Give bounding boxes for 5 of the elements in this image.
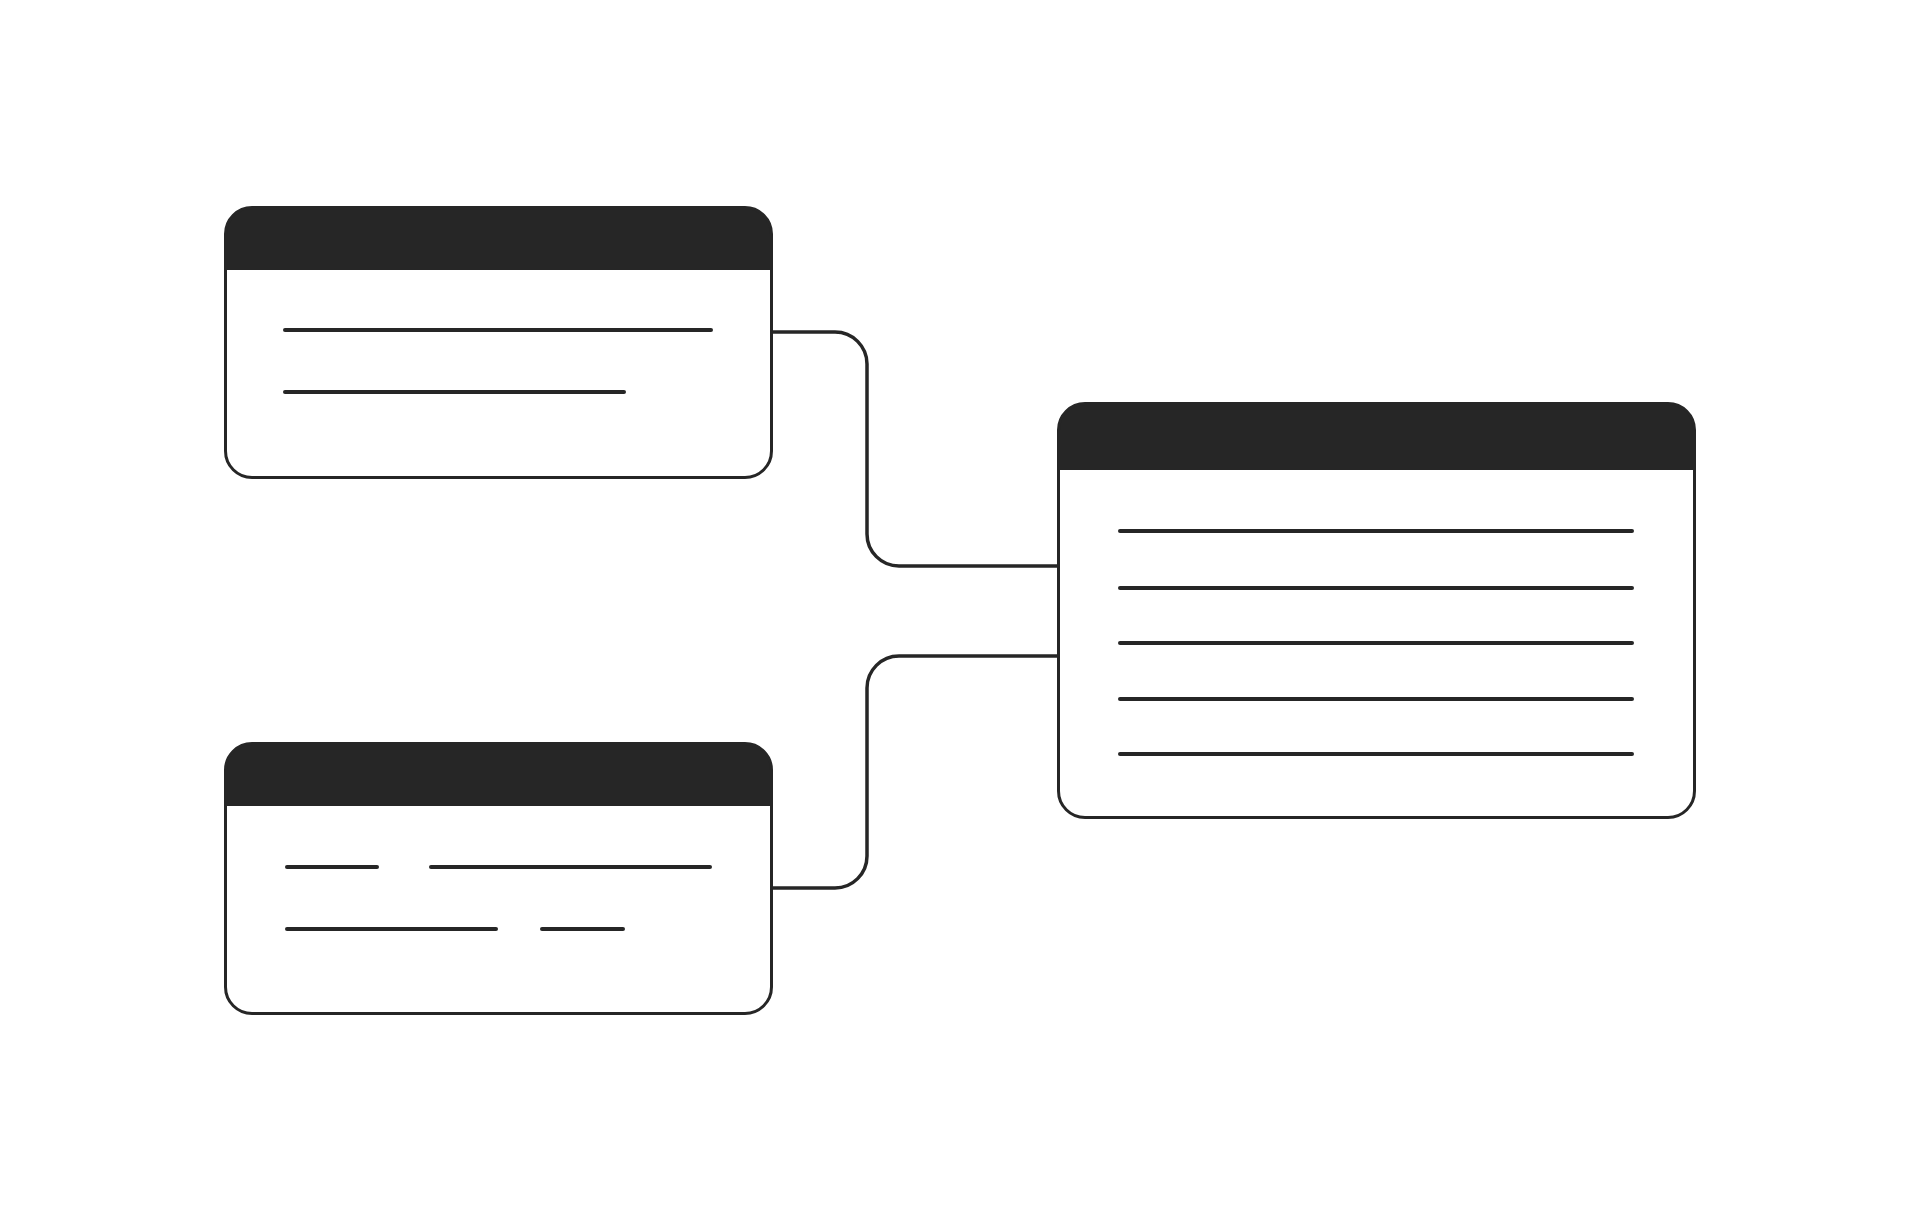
window-card [224, 206, 773, 479]
connector-line [773, 330, 1057, 568]
connector-line [773, 654, 1057, 890]
window-card [1057, 402, 1696, 819]
window-card [224, 742, 773, 1015]
